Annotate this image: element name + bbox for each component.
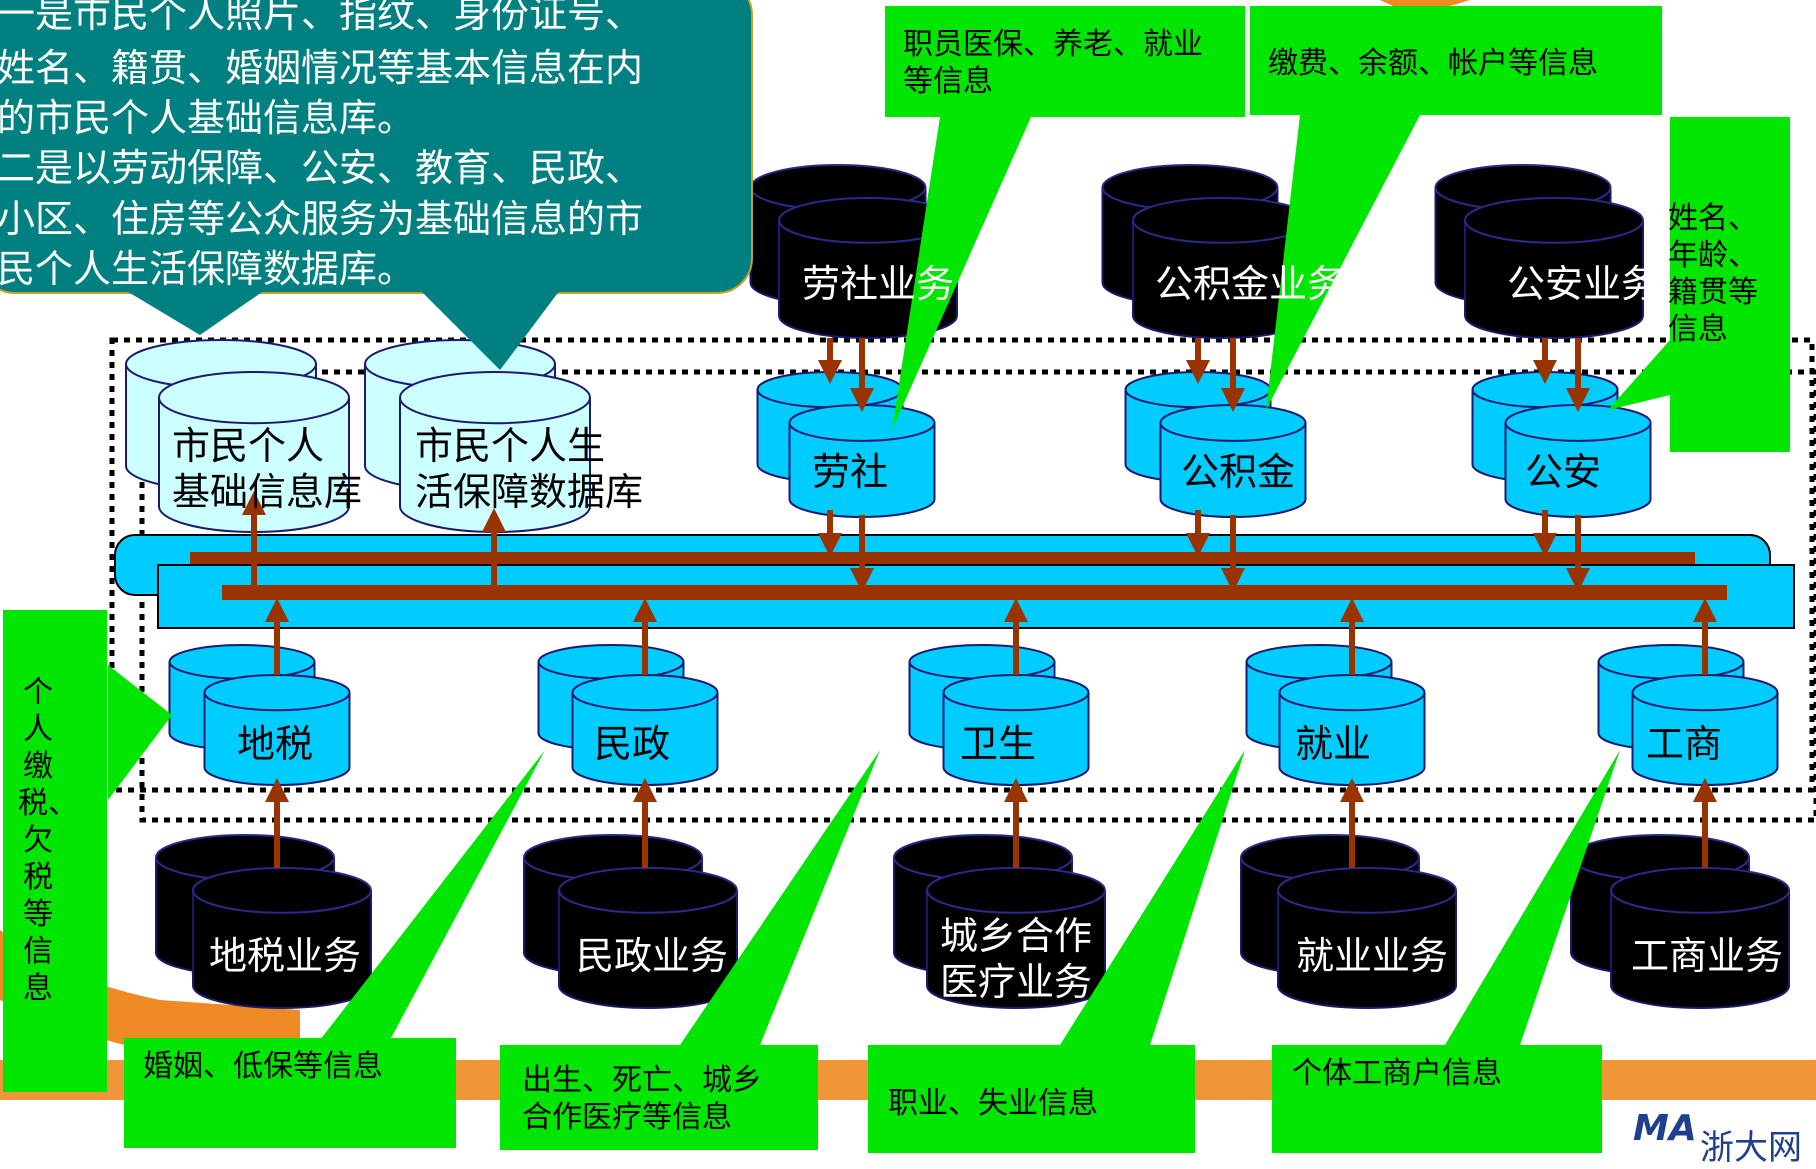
life-db-label-2: 活保障数据库 <box>415 470 644 514</box>
laoshe-business-label: 劳社业务 <box>801 262 954 306</box>
life-db <box>399 371 591 533</box>
minzheng-db <box>571 674 719 786</box>
callout-line-5: 小区、住房等公众服务为基础信息的市 <box>0 197 644 241</box>
jiuye-business-label: 就业业务 <box>1295 934 1448 978</box>
minzheng-db-label: 民政 <box>593 722 670 766</box>
brand-text: 浙大网 <box>1700 1128 1802 1168</box>
callout-line-6: 民个人生活保障数据库。 <box>0 247 416 291</box>
basic-info-db <box>158 371 350 533</box>
description-callout <box>0 0 753 370</box>
gongjijin-business-db <box>1132 197 1312 339</box>
callout-line-2: 姓名、籍贯、婚姻情况等基本信息在内 <box>0 46 644 90</box>
jiuye-info: 职业、失业信息 <box>888 1086 1098 1121</box>
gongan-info-line-1: 姓名、 <box>1668 201 1758 236</box>
info-callout-gongan <box>1608 117 1790 452</box>
dishui-db <box>203 674 351 786</box>
gongan-business-label: 公安业务 <box>1506 262 1659 306</box>
info-callout-jiuye <box>868 750 1245 1153</box>
gongshang-db <box>1631 674 1779 786</box>
weisheng-business-db <box>926 867 1106 1009</box>
gongan-db-label: 公安 <box>1524 450 1601 494</box>
gongan-info-line-3: 籍贯等 <box>1668 275 1758 310</box>
gongshang-db-label: 工商 <box>1645 722 1722 766</box>
gongan-info-line-2: 年龄、 <box>1668 238 1758 273</box>
minzheng-info: 婚姻、低保等信息 <box>143 1049 383 1084</box>
bus-channel-front <box>222 585 1727 600</box>
callout-line-3: 的市民个人基础信息库。 <box>0 96 416 140</box>
brand-logo: MA <box>1633 1108 1697 1149</box>
weisheng-info-line-2: 合作医疗等信息 <box>522 1100 732 1135</box>
info-callout-dishui <box>3 610 172 1092</box>
gongjijin-db <box>1159 404 1307 518</box>
info-callout-gongjijin <box>1250 6 1662 410</box>
weisheng-db-label: 卫生 <box>959 722 1036 766</box>
minzheng-business-label: 民政业务 <box>575 934 728 978</box>
basic-info-db-label-2: 基础信息库 <box>172 470 363 514</box>
gongshang-info: 个体工商户信息 <box>1292 1056 1502 1091</box>
gongjijin-info: 缴费、余额、帐户等信息 <box>1268 46 1598 81</box>
life-db-label-1: 市民个人生 <box>415 424 606 468</box>
gongan-db <box>1504 404 1652 518</box>
callout-line-4: 二是以劳动保障、公安、教育、民政、 <box>0 146 644 190</box>
weisheng-db <box>942 674 1090 786</box>
weisheng-info-line-1: 出生、死亡、城乡 <box>522 1063 762 1098</box>
gongjijin-db-label: 公积金 <box>1180 450 1295 494</box>
basic-info-db-label-1: 市民个人 <box>172 424 325 468</box>
dishui-db-label: 地税 <box>236 722 313 766</box>
info-callout-laoshe <box>885 6 1245 430</box>
platform-boundary <box>109 337 1815 793</box>
weisheng-business-label-2: 医疗业务 <box>939 960 1092 1004</box>
info-callout-minzheng <box>124 750 545 1148</box>
gongshang-business-label: 工商业务 <box>1630 934 1783 978</box>
info-callout-gongshang <box>1272 750 1620 1153</box>
laoshe-info-line-2: 等信息 <box>903 64 993 99</box>
dishui-business-label: 地税业务 <box>208 934 361 978</box>
callout-line-1: 一是市民个人照片、指纹、身份证号、 <box>0 0 644 36</box>
jiuye-db-label: 就业 <box>1294 722 1371 766</box>
dishui-info-vertical: 个人缴税、欠税等信息 <box>18 675 78 1006</box>
gongjijin-business-label: 公积金业务 <box>1155 262 1346 306</box>
laoshe-db-label: 劳社 <box>811 450 888 494</box>
gongshang-business-db <box>1610 867 1790 1009</box>
jiuye-business-db <box>1277 867 1457 1009</box>
weisheng-business-label-1: 城乡合作 <box>939 914 1092 958</box>
gongan-info-line-4: 信息 <box>1668 312 1728 347</box>
info-callout-weisheng <box>500 750 880 1150</box>
laoshe-info-line-1: 职员医保、养老、就业 <box>903 27 1203 62</box>
gongan-business-db <box>1464 197 1644 339</box>
bus-channel-back <box>190 552 1695 564</box>
